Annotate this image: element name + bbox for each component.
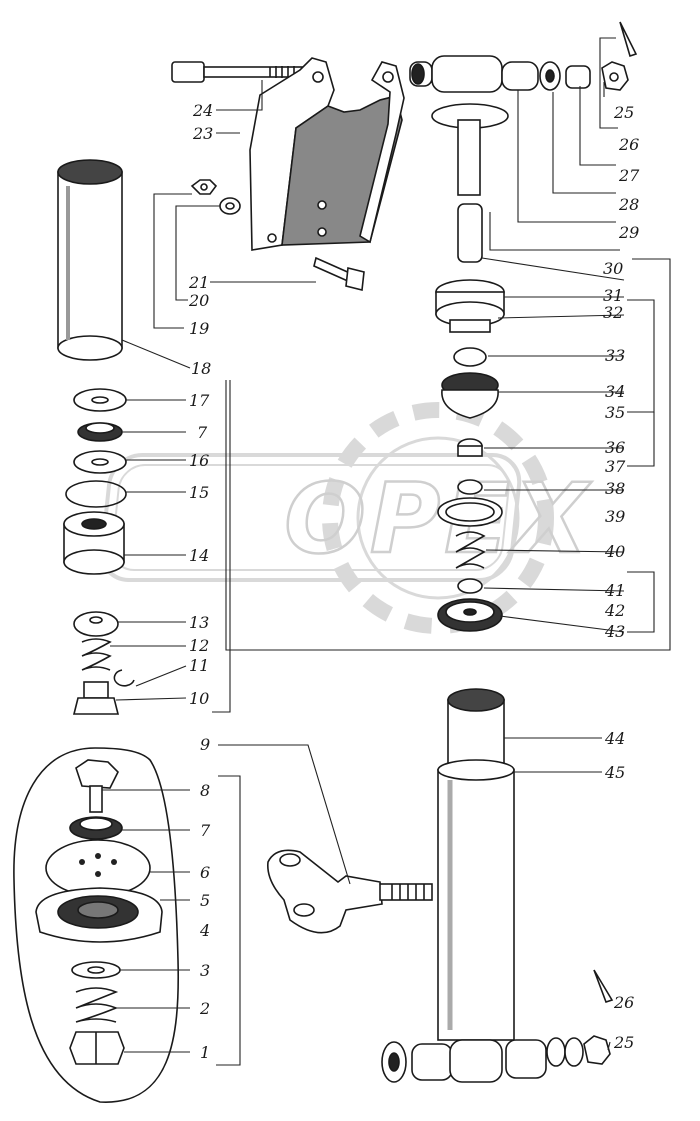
- callout-17: 17: [189, 391, 210, 410]
- callout-35: 35: [605, 403, 625, 422]
- callout-12: 12: [189, 636, 209, 655]
- watermark-text: OPEX: [284, 463, 592, 575]
- housing-5: [35, 887, 163, 943]
- plate-43: [437, 598, 503, 632]
- plug-10: [72, 681, 120, 715]
- callout-32: 32: [603, 303, 623, 322]
- watermark-gear-icon: [322, 402, 554, 634]
- callout-9: 9: [200, 735, 210, 754]
- callout-25: 25: [613, 103, 634, 122]
- bushing-26a: [565, 65, 591, 89]
- callout-41: 41: [604, 581, 625, 600]
- shock-absorber-44-45: [437, 688, 515, 1041]
- ring-39: [437, 497, 503, 527]
- callout-28: 28: [618, 195, 639, 214]
- cotter-pin-26b: [593, 969, 614, 1004]
- callout-6: 6: [200, 863, 210, 882]
- bolt-8: [75, 759, 119, 813]
- bolt-24: [171, 61, 303, 83]
- cap-13: [73, 611, 119, 637]
- pin-30: [457, 203, 483, 263]
- callout-10: 10: [189, 689, 209, 708]
- callout-11: 11: [189, 656, 209, 675]
- callout-18: 18: [191, 359, 211, 378]
- callout-21: 21: [188, 273, 209, 292]
- callout-39: 39: [605, 507, 625, 526]
- callout-8: 8: [200, 781, 210, 800]
- washer-16: [73, 450, 127, 474]
- callout-7-upper: 7: [197, 423, 208, 442]
- parts: [13, 21, 638, 1103]
- callout-14: 14: [189, 546, 209, 565]
- washer-7a: [77, 422, 123, 442]
- bushing-41: [457, 578, 483, 594]
- callout-23: 23: [192, 124, 213, 143]
- spring-2: [75, 987, 119, 1023]
- cap-31-32: [435, 279, 505, 333]
- callout-25-lower: 25: [613, 1033, 634, 1052]
- callout-43: 43: [604, 622, 625, 641]
- callout-13: 13: [189, 613, 209, 632]
- washer-3: [71, 961, 121, 979]
- callout-29: 29: [618, 223, 639, 242]
- bearing-14: [63, 511, 125, 575]
- callout-26: 26: [618, 135, 639, 154]
- housing-34: [441, 372, 499, 419]
- callout-24: 24: [192, 101, 213, 120]
- callout-15: 15: [189, 483, 209, 502]
- castle-nut-25b: [583, 1035, 611, 1065]
- bracket-23: [249, 57, 405, 251]
- bushing-36: [457, 438, 483, 457]
- washer-7b: [69, 816, 123, 840]
- callout-labels: 24 23 25 26 27 28 29 30 31 32 33 34 35 3…: [188, 101, 640, 1062]
- washer-33: [453, 347, 487, 367]
- callout-5: 5: [200, 891, 210, 910]
- callout-7-lower: 7: [200, 821, 211, 840]
- callout-19: 19: [189, 319, 209, 338]
- callout-45: 45: [604, 763, 625, 782]
- nut-1: [69, 1031, 125, 1065]
- bottom-bushings: [381, 1037, 584, 1083]
- clip-11: [113, 669, 135, 687]
- spring-12: [81, 638, 112, 671]
- callout-20: 20: [188, 291, 209, 310]
- washer-38: [457, 479, 483, 495]
- callout-16: 16: [189, 451, 209, 470]
- callout-44: 44: [604, 729, 625, 748]
- callout-27: 27: [618, 166, 640, 185]
- nut-19: [190, 179, 218, 195]
- callout-37: 37: [605, 457, 626, 476]
- callout-38: 38: [605, 479, 625, 498]
- leader-lines: [102, 37, 671, 1066]
- callout-40: 40: [604, 542, 625, 561]
- callout-1: 1: [200, 1043, 210, 1062]
- bushing-28: [501, 61, 539, 91]
- callout-34: 34: [605, 382, 625, 401]
- callout-42: 42: [604, 601, 625, 620]
- pin-29: [409, 55, 509, 196]
- washer-20: [219, 197, 241, 215]
- washer-17: [73, 388, 127, 412]
- castle-nut-25a: [601, 61, 629, 91]
- callout-30: 30: [603, 259, 623, 278]
- callout-36: 36: [605, 438, 625, 457]
- lever-9: [267, 849, 433, 934]
- callout-4: 4: [199, 921, 210, 940]
- washer-27: [539, 61, 561, 91]
- spring-40: [455, 531, 486, 569]
- assembly-outline: [13, 747, 180, 1103]
- callout-2: 2: [199, 999, 210, 1018]
- watermark: OPEX: [100, 402, 592, 634]
- sleeve-18: [57, 159, 123, 361]
- cotter-pin-26a: [619, 21, 638, 58]
- bolt-21: [313, 256, 365, 291]
- callout-33: 33: [605, 346, 625, 365]
- snap-ring-15: [65, 480, 127, 508]
- callout-3: 3: [200, 961, 210, 980]
- callout-26-lower: 26: [613, 993, 634, 1012]
- callout-31: 31: [603, 286, 623, 305]
